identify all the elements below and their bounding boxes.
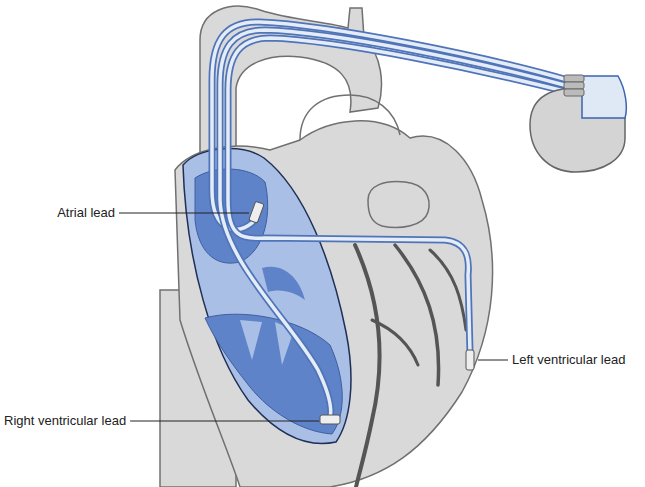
- leader-line: [119, 213, 249, 214]
- part-label: Atrial lead: [57, 205, 115, 221]
- pacemaker-header: [582, 76, 626, 118]
- pulmonary-trunk: [300, 95, 400, 140]
- lead-connector: [564, 75, 584, 82]
- lv-electrode: [466, 350, 474, 370]
- coronary-vein: [372, 320, 418, 365]
- lead-connector: [564, 82, 584, 89]
- part-label: Left ventricular lead: [512, 352, 625, 368]
- lead-connector: [564, 89, 584, 96]
- rv-electrode: [320, 415, 340, 424]
- lv-lead-wire: [228, 38, 568, 352]
- leader-line: [478, 360, 508, 361]
- atrial-electrode: [249, 201, 264, 223]
- coronary-vein: [355, 245, 379, 487]
- part-label: Right ventricular lead: [4, 413, 126, 429]
- tricuspid-valve: [262, 267, 305, 300]
- lv-lead-wire: [228, 38, 568, 352]
- coronary-vein: [430, 250, 466, 330]
- leader-line: [130, 421, 319, 422]
- left-atrial-appendage: [368, 182, 429, 228]
